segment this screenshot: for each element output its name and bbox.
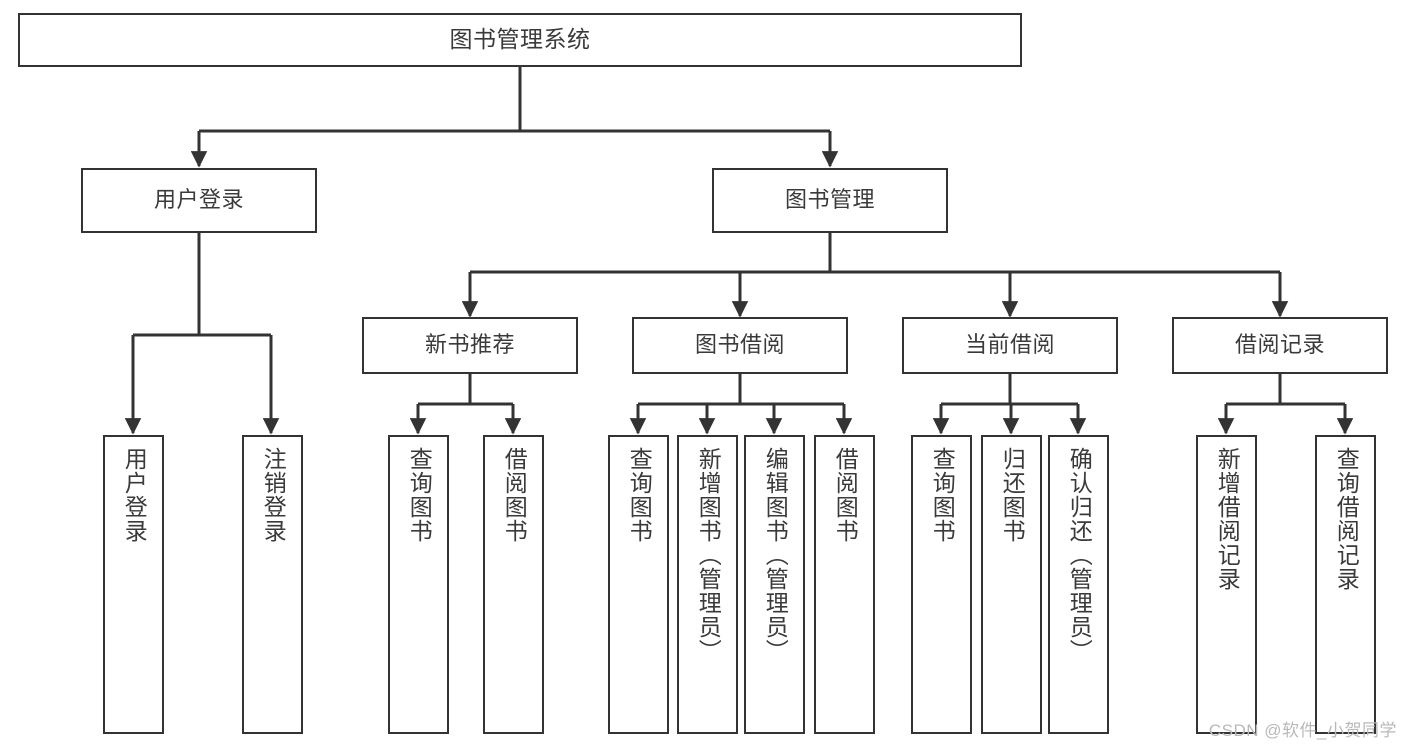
node-leaf-confirm-return-label: 确认归还（管理员）: [1066, 447, 1093, 663]
node-root-label: 图书管理系统: [449, 26, 591, 53]
node-leaf-query-record[interactable]: 查询借阅记录: [1315, 435, 1376, 734]
node-root[interactable]: 图书管理系统: [18, 13, 1022, 67]
node-leaf-return-book[interactable]: 归还图书: [981, 435, 1042, 734]
node-current-borrow[interactable]: 当前借阅: [902, 317, 1118, 374]
node-leaf-query-book-1-label: 查询图书: [406, 447, 433, 543]
node-leaf-add-record[interactable]: 新增借阅记录: [1196, 435, 1257, 734]
watermark-text: CSDN @软件_小贺同学: [1208, 721, 1397, 740]
node-leaf-borrow-book-1-label: 借阅图书: [501, 447, 528, 543]
node-leaf-edit-book-label: 编辑图书（管理员）: [762, 447, 789, 663]
node-user-login[interactable]: 用户登录: [81, 168, 317, 233]
node-leaf-query-book-3[interactable]: 查询图书: [911, 435, 972, 734]
node-book-manage-label: 图书管理: [784, 187, 875, 213]
node-leaf-borrow-book-2-label: 借阅图书: [832, 447, 859, 543]
node-new-book-recommend[interactable]: 新书推荐: [362, 317, 578, 374]
node-book-manage[interactable]: 图书管理: [712, 168, 948, 233]
node-leaf-query-book-3-label: 查询图书: [929, 447, 956, 543]
node-leaf-logout[interactable]: 注销登录: [242, 435, 303, 734]
node-borrow-record-label: 借阅记录: [1234, 332, 1325, 358]
node-leaf-add-record-label: 新增借阅记录: [1214, 447, 1241, 591]
node-leaf-add-book-label: 新增图书（管理员）: [695, 447, 722, 663]
node-new-book-recommend-label: 新书推荐: [424, 332, 515, 358]
node-leaf-borrow-book-2[interactable]: 借阅图书: [814, 435, 875, 734]
node-leaf-add-book[interactable]: 新增图书（管理员）: [677, 435, 738, 734]
node-leaf-user-login-label: 用户登录: [121, 447, 148, 543]
node-leaf-confirm-return[interactable]: 确认归还（管理员）: [1048, 435, 1109, 734]
node-leaf-borrow-book-1[interactable]: 借阅图书: [483, 435, 544, 734]
node-user-login-label: 用户登录: [153, 187, 244, 213]
node-leaf-edit-book[interactable]: 编辑图书（管理员）: [744, 435, 805, 734]
node-leaf-query-record-label: 查询借阅记录: [1333, 447, 1360, 591]
node-leaf-query-book-1[interactable]: 查询图书: [388, 435, 449, 734]
node-leaf-query-book-2[interactable]: 查询图书: [608, 435, 669, 734]
node-leaf-return-book-label: 归还图书: [999, 447, 1026, 543]
node-book-borrow-label: 图书借阅: [694, 332, 785, 358]
node-book-borrow[interactable]: 图书借阅: [632, 317, 848, 374]
node-leaf-query-book-2-label: 查询图书: [626, 447, 653, 543]
node-leaf-user-login[interactable]: 用户登录: [103, 435, 164, 734]
node-current-borrow-label: 当前借阅: [964, 332, 1055, 358]
node-leaf-logout-label: 注销登录: [260, 447, 287, 543]
node-borrow-record[interactable]: 借阅记录: [1172, 317, 1388, 374]
